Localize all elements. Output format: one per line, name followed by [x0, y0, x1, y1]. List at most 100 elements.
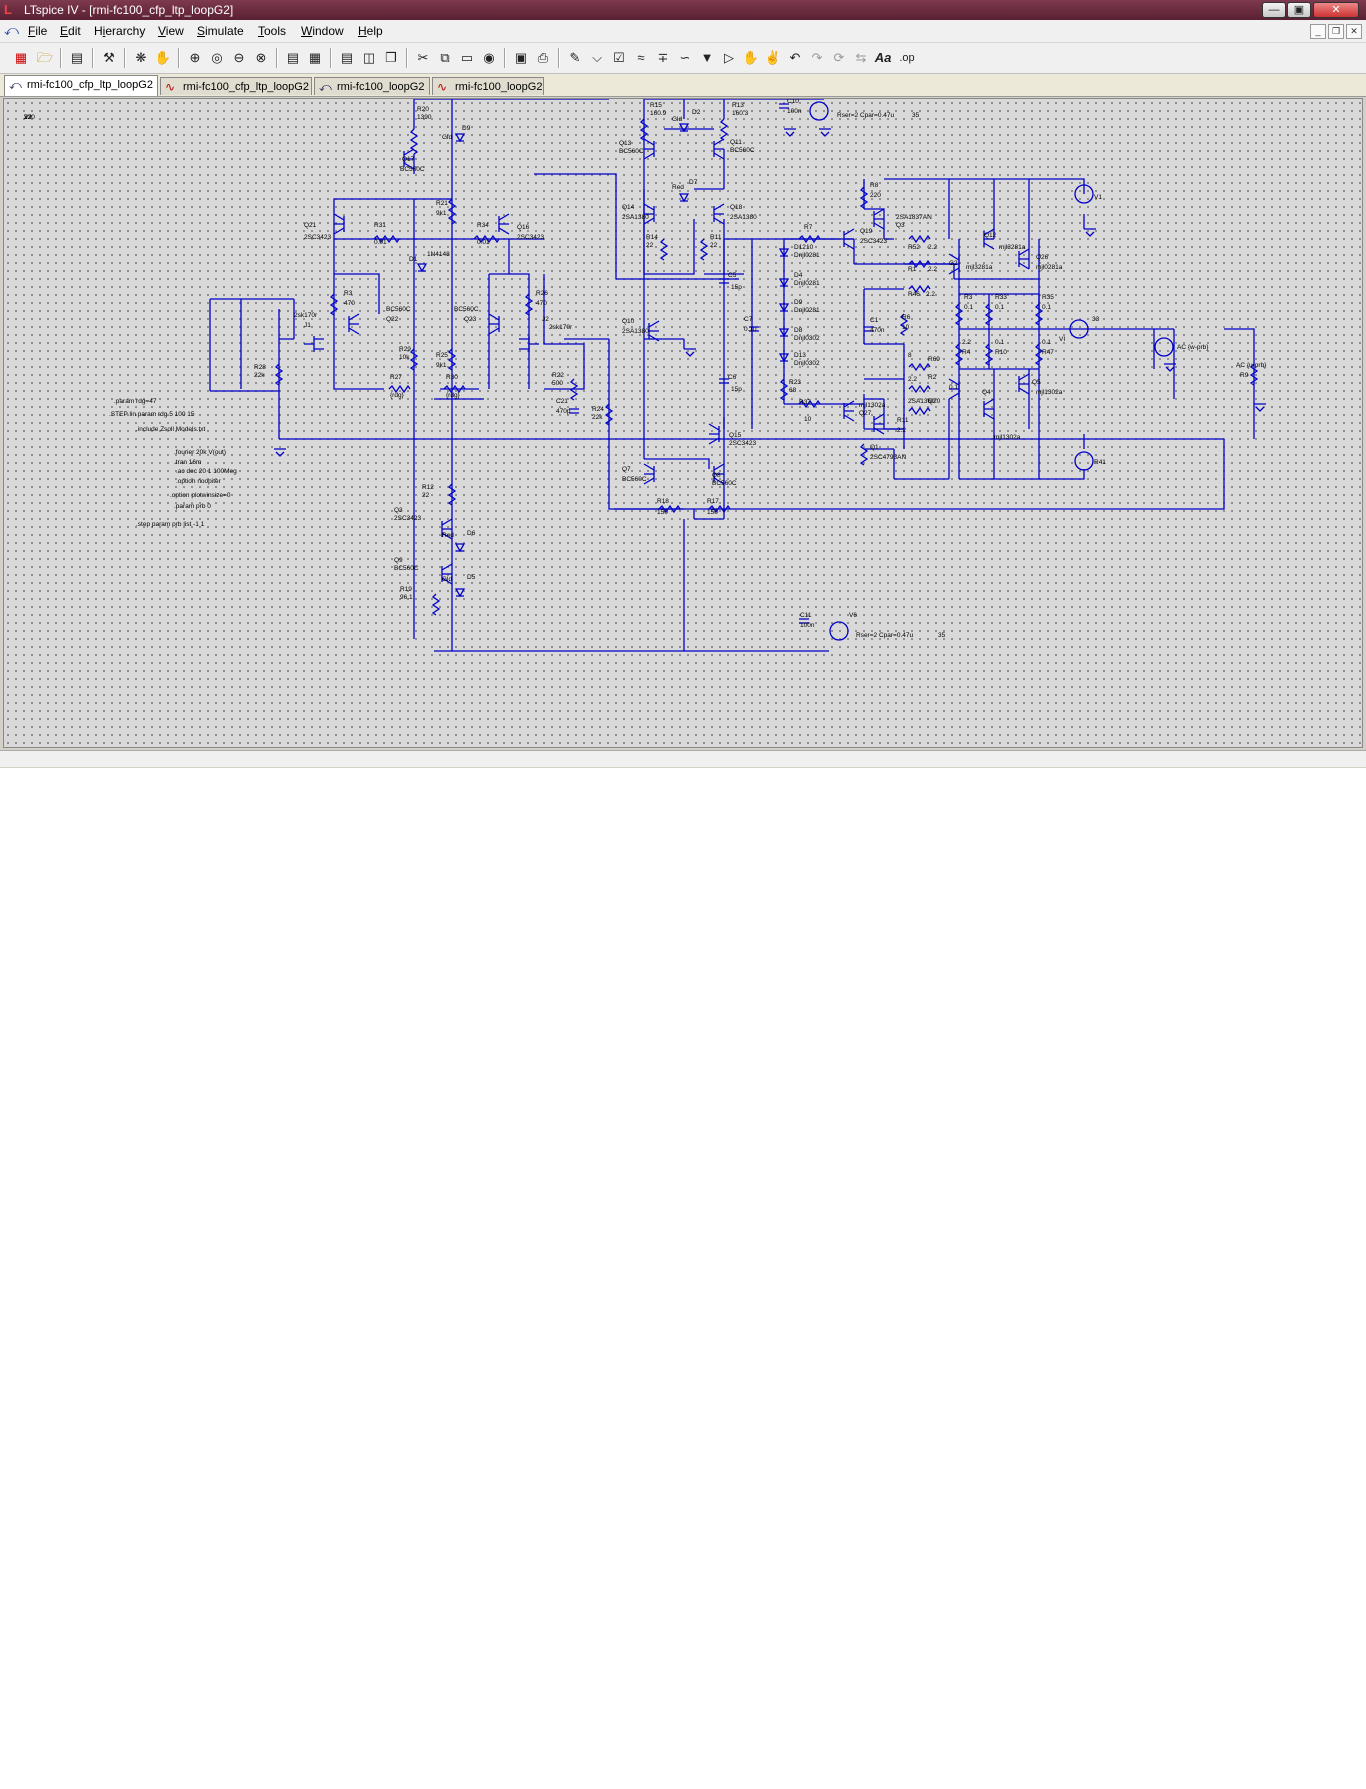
spice-directive[interactable]: .option plotwinsize=0 — [170, 492, 231, 499]
label-net-icon[interactable]: ☑ — [613, 50, 625, 65]
copy-icon[interactable]: ⧉ — [440, 50, 450, 65]
current-probe-vi — [1069, 319, 1089, 339]
move-hand-icon[interactable]: ✋ — [742, 50, 760, 65]
new-schematic-icon[interactable]: ▦ — [14, 50, 28, 65]
capacitor-c7 — [749, 326, 759, 332]
rotate-icon[interactable]: ⟳ — [833, 50, 845, 65]
tab-schematic-2[interactable]: ⤺rmi-fc100_loopG2 — [314, 77, 430, 95]
grid-icon[interactable]: ▦ — [308, 50, 322, 65]
component-label: C7 — [744, 316, 753, 323]
zoom-in-icon[interactable]: ⊕ — [189, 50, 201, 65]
redo-icon[interactable]: ↷ — [811, 50, 823, 65]
text-tool[interactable]: Aa — [874, 50, 892, 65]
mirror-icon[interactable]: ⇆ — [855, 50, 867, 65]
save-icon[interactable]: ▤ — [70, 50, 84, 65]
minimize-button[interactable]: — — [1262, 2, 1286, 18]
draw-wire-icon[interactable]: ✎ — [569, 50, 581, 65]
component-label: V6 — [849, 612, 857, 619]
component-label: 96.1 — [400, 594, 413, 601]
component-label: Q23 — [464, 316, 477, 323]
menu-window[interactable]: Window — [301, 24, 344, 38]
spice-directive[interactable]: .fourier 20k V(out) — [174, 449, 226, 456]
spice-directive[interactable]: .STEP lin param rdg 5 100 15 — [109, 411, 195, 418]
spice-directive[interactable]: .tran 16m — [174, 459, 201, 466]
component-label: R6 — [902, 314, 911, 321]
component-label: 470p — [556, 408, 571, 415]
component-label: R11 — [710, 234, 722, 241]
mdi-close-button[interactable]: ✕ — [1346, 24, 1362, 39]
drag-hand-icon[interactable]: ✌ — [764, 50, 782, 65]
resistor-r33 — [984, 303, 994, 326]
schematic-drawing[interactable]: R201390D9GldQ17BC560CR219k1R310.01R340.0… — [4, 99, 1363, 748]
component-label: 150 — [657, 509, 668, 516]
resistor-r47 — [1034, 343, 1044, 366]
maximize-button[interactable]: ▣ — [1287, 2, 1311, 18]
menu-view[interactable]: View — [158, 24, 184, 38]
resistor-r7 — [798, 234, 821, 244]
component-label: 0.01 — [477, 239, 490, 246]
close-button[interactable]: ✕ — [1313, 2, 1359, 18]
spice-directive[interactable]: .param prb 0 — [174, 503, 211, 510]
tile-horizontal-icon[interactable]: ▤ — [340, 50, 354, 65]
find-binoculars-icon[interactable]: ◉ — [483, 50, 495, 65]
resistor-icon[interactable]: ≈ — [637, 50, 645, 65]
resistor-r14 — [659, 238, 669, 261]
spice-directive[interactable]: .param rdg=47 — [114, 398, 157, 405]
menu-tools[interactable]: Tools — [258, 24, 287, 38]
schematic-doc-icon[interactable]: ⤺ — [4, 22, 19, 38]
spice-directive[interactable]: .ac dec 20 1 100Meg — [176, 468, 237, 475]
inductor-icon[interactable]: ∽ — [679, 50, 691, 65]
zoom-out-icon[interactable]: ⊖ — [233, 50, 245, 65]
halt-hand-icon[interactable]: ✋ — [154, 50, 172, 65]
spice-directive[interactable]: .step param prb list -1 1 — [136, 521, 205, 528]
spice-directive[interactable]: .option noopiter — [176, 478, 222, 485]
component-label: J2 — [542, 316, 549, 323]
menu-hierarchy[interactable]: Hierarchy — [94, 24, 146, 38]
print-icon[interactable]: ⎙ — [537, 50, 549, 65]
component-label: AC {u-prb} — [1236, 362, 1267, 369]
component-label: 2.2 — [928, 244, 937, 251]
component-label: R10 — [995, 349, 1007, 356]
paste-icon[interactable]: ▭ — [460, 50, 474, 65]
tile-vertical-icon[interactable]: ◫ — [362, 50, 376, 65]
cut-icon[interactable]: ✂ — [417, 50, 429, 65]
open-folder-icon[interactable]: 🗁 — [36, 50, 54, 65]
transistor-q22 — [348, 313, 360, 335]
print-setup-icon[interactable]: ▣ — [514, 50, 528, 65]
tab-waveform-2[interactable]: ∿rmi-fc100_loopG2 — [432, 77, 544, 95]
spice-directive[interactable]: .include Zsoll Models.txt — [136, 426, 206, 433]
transistor-q10 — [648, 320, 660, 342]
mdi-restore-button[interactable]: ❐ — [1328, 24, 1344, 39]
tab-waveform-1[interactable]: ∿rmi-fc100_cfp_ltp_loopG2 — [160, 77, 312, 95]
capacitor-icon[interactable]: ∓ — [657, 50, 669, 65]
menu-simulate[interactable]: Simulate — [197, 24, 244, 38]
component-label: BC560C — [622, 476, 647, 483]
pan-icon[interactable]: ◎ — [211, 50, 223, 65]
mdi-minimize-button[interactable]: _ — [1310, 24, 1326, 39]
run-simulation-icon[interactable]: ❋ — [135, 50, 147, 65]
menu-help[interactable]: Help — [358, 24, 383, 38]
resistor-r6 — [899, 313, 909, 336]
menu-file[interactable]: File — [28, 24, 48, 38]
component-icon[interactable]: ▷ — [724, 50, 734, 65]
control-panel-hammer-icon[interactable]: ⚒ — [103, 50, 115, 65]
component-label: R2 — [928, 374, 937, 381]
cascade-icon[interactable]: ❐ — [385, 50, 397, 65]
capacitor-c21 — [569, 408, 579, 414]
transistor-q13 — [643, 138, 655, 160]
autorange-icon[interactable]: ▤ — [286, 50, 300, 65]
spice-directive-tool[interactable]: .op — [899, 52, 915, 64]
menu-edit[interactable]: Edit — [60, 24, 81, 38]
undo-icon[interactable]: ↶ — [789, 50, 801, 65]
diode-icon[interactable]: ▼ — [700, 50, 714, 65]
zoom-fit-icon[interactable]: ⊗ — [255, 50, 267, 65]
component-label: R4 — [962, 349, 971, 356]
ground-icon[interactable]: ⌵ — [592, 50, 602, 65]
resistor-r24 — [604, 403, 614, 426]
component-label: mjl1302a — [1036, 389, 1063, 396]
title-bar: L LTspice IV - [rmi-fc100_cfp_ltp_loopG2… — [0, 0, 1366, 20]
component-label: D9 — [794, 299, 803, 306]
component-label: R8 — [870, 182, 879, 189]
tab-schematic-1[interactable]: ⤺rmi-fc100_cfp_ltp_loopG2 — [4, 75, 158, 96]
